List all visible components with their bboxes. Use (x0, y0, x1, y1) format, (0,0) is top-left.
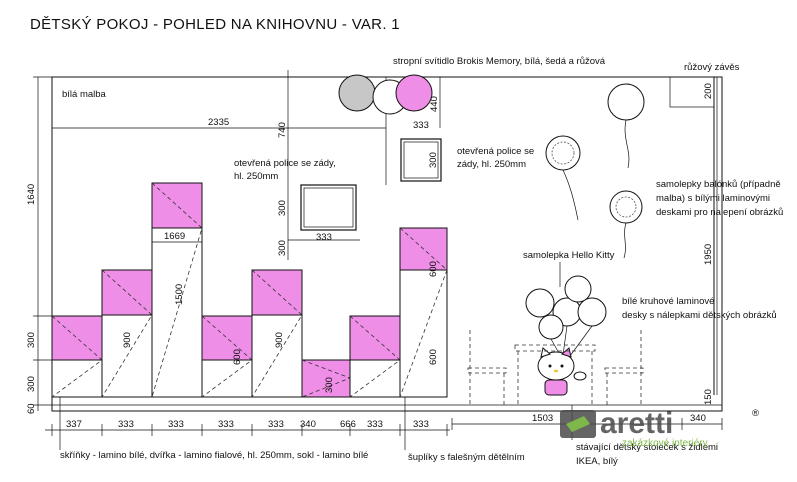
door-col7-upper (349, 315, 401, 361)
dim-bottom-333-4: 333 (268, 419, 284, 430)
dim-600-b: 600 (428, 349, 439, 365)
kitty-balloon-5 (538, 314, 564, 340)
dim-bottom-337: 337 (66, 419, 82, 430)
dim-300-drawer: 300 (324, 377, 335, 393)
note-cabinets: skříňky - lamino bílé, dvířka - lamino f… (60, 450, 368, 461)
note-shelf-right-2: zády, hl. 250mm (457, 159, 526, 170)
dim-plinth: 60 (26, 403, 37, 414)
kitty-balloon-1 (525, 288, 555, 318)
note-shelf-left-1: otevřená police se zády, (234, 158, 336, 169)
aretti-logo-text: aretti (600, 407, 673, 440)
children-table (467, 330, 644, 405)
dim-333-top: 333 (413, 120, 429, 131)
note-drawers: šuplíky s falešným dětělním (408, 452, 525, 463)
dim-1500: 1500 (174, 284, 185, 305)
dim-bottom-333-6: 333 (413, 419, 429, 430)
dim-440: 440 (429, 96, 440, 112)
note-stickers-2: malba) s bílými laminovými (656, 193, 770, 204)
note-round-boards-2: desky s nálepkami dětských obrázků (622, 310, 777, 321)
dim-left-lower: 300 (26, 376, 37, 392)
aretti-registered-mark: ® (752, 408, 759, 419)
note-stickers-1: samolepky balónků (případně (656, 179, 781, 190)
dim-200: 200 (703, 83, 714, 99)
dim-bottom-666: 666 (340, 419, 356, 430)
drawing-title: DĚTSKÝ POKOJ - POHLED NA KNIHOVNU - VAR.… (30, 16, 400, 33)
note-curtain: růžový závěs (684, 62, 740, 73)
open-shelf-left (300, 184, 357, 231)
dim-900-a: 900 (122, 332, 133, 348)
dim-300-mid: 300 (277, 240, 288, 256)
note-wall: bílá malba (62, 89, 107, 100)
balloon-sticker-1 (607, 83, 645, 121)
dim-bottom-340-right: 340 (690, 413, 706, 424)
dim-height-total: 1640 (26, 184, 37, 205)
dim-600-c: 600 (232, 349, 243, 365)
dim-bottom-333-5: 333 (367, 419, 383, 430)
wall-outline (51, 76, 723, 412)
lamp-globe-pink (395, 74, 433, 112)
note-shelf-right-1: otevřená police se (457, 146, 534, 157)
dim-bottom-1503: 1503 (532, 413, 553, 424)
cell-col7-lower (349, 359, 401, 398)
dim-bottom-333-1: 333 (118, 419, 134, 430)
open-shelf-right (400, 138, 442, 182)
dim-width-2335: 2335 (208, 117, 229, 128)
note-table-2: IKEA, bílý (576, 456, 618, 467)
dim-900-b: 900 (274, 332, 285, 348)
kitty-balloon-3 (577, 297, 607, 327)
aretti-logo: aretti ® zakázkové interiéry (560, 407, 759, 449)
dim-150: 150 (703, 389, 714, 405)
hello-kitty-sticker (537, 347, 587, 396)
note-table-1: stávající dětský stoleček s židlemi (576, 442, 718, 453)
kitty-balloon-4 (564, 275, 592, 303)
aretti-tagline: zakázkové interiéry (622, 438, 708, 449)
dim-bottom-333-2: 333 (168, 419, 184, 430)
dim-300-shelf-left: 300 (277, 200, 288, 216)
note-stickers-3: deskami pro nalepení obrázků (656, 207, 783, 218)
dim-left-upper: 300 (26, 332, 37, 348)
dim-bottom-340: 340 (300, 419, 316, 430)
dim-740: 740 (277, 122, 288, 138)
dim-600-a: 600 (428, 261, 439, 277)
lamp-globe-gray (338, 74, 376, 112)
dim-1950: 1950 (703, 244, 714, 265)
dim-300-shelf-right: 300 (428, 152, 439, 168)
door-col1-upper (51, 315, 103, 361)
dim-1669: 1669 (164, 231, 185, 242)
note-round-boards-1: bílé kruhové laminové (622, 296, 714, 307)
note-lamp: stropní svítidlo Brokis Memory, bílá, še… (393, 56, 606, 67)
dim-bottom-333-3: 333 (218, 419, 234, 430)
dim-333-shelf: 333 (316, 232, 332, 243)
cell-col1-lower (51, 359, 103, 398)
note-shelf-left-2: hl. 250mm (234, 171, 278, 182)
note-kitty: samolepka Hello Kitty (523, 250, 615, 261)
door-col4-upper (201, 315, 253, 361)
